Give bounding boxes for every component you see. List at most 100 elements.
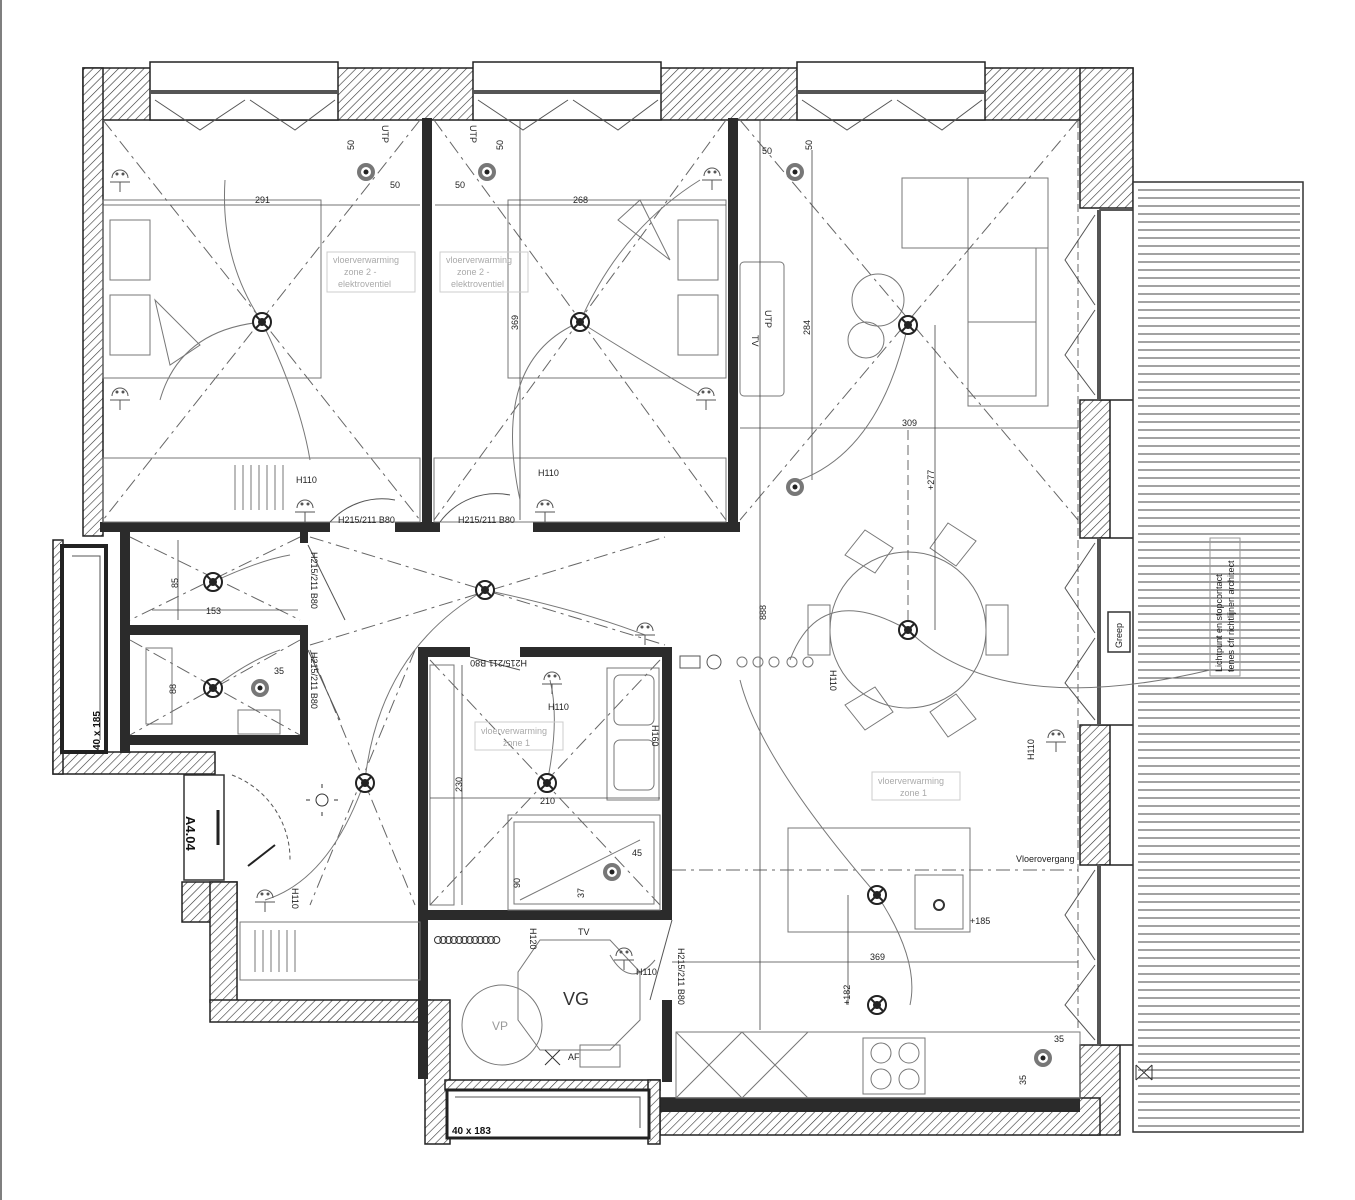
zone-lines [103, 120, 1079, 1030]
zone1-bath-line2: zone 1 [503, 738, 530, 748]
sun-icon-rays [306, 784, 338, 816]
dimension-labels: 291 268 369 284 309 +277 888 369 +182 +1… [168, 140, 1064, 1085]
dim-kitchen-lamp: +182 [842, 985, 852, 1005]
switch-h120-tech: H120 [528, 928, 538, 950]
utp-label-living: UTP [763, 310, 773, 328]
dim-kitchen-35: 35 [1054, 1034, 1064, 1044]
dim-shower-90: 90 [512, 878, 522, 888]
misc-labels: A4.04 Vloerovergang VG VP AF TV TV UTP U… [183, 125, 1241, 1062]
greep-label: Greep [1114, 623, 1124, 648]
switch-h110-hall: H110 [290, 888, 300, 909]
door-tech-label: H215/211 B80 [676, 948, 686, 1005]
tech-pipes [434, 936, 501, 944]
manifold-pipe [449, 936, 458, 944]
zone2-a-line2: zone 2 - [344, 267, 377, 277]
dim-kitchen-35b: 35 [1018, 1075, 1028, 1085]
spot-lights [251, 163, 1052, 1067]
architect-note-line1: Lichtpunt en stopcontact [1214, 574, 1224, 672]
dim-storage-width: 153 [206, 606, 221, 616]
dim-living-depth: 284 [802, 320, 812, 335]
dim-offset-a: 50 [346, 140, 356, 150]
switch-h110-dining: H110 [828, 670, 838, 691]
manifold-pipe [465, 936, 474, 944]
manifold-pipe [492, 936, 501, 944]
manifold-pipe [444, 936, 453, 944]
utp-label-bed1: UTP [380, 125, 390, 143]
window-left: 40 x 185 [60, 544, 108, 754]
dim-offset-b: 50 [390, 180, 400, 190]
utp-label-bed2: UTP [468, 125, 478, 143]
tv-label-tech: TV [578, 927, 590, 937]
switch-cluster [679, 654, 814, 670]
terrace [1132, 181, 1304, 1133]
drain-icon [544, 1049, 561, 1066]
dim-shower-37: 37 [576, 888, 586, 898]
dim-bath-width: 210 [540, 796, 555, 806]
sockets [109, 167, 1067, 971]
vp-label: VP [492, 1019, 508, 1033]
manifold-pipe [460, 936, 469, 944]
dim-island-socket: +185 [970, 916, 990, 926]
dim-offset-d: 50 [455, 180, 465, 190]
vloerovergang-label: Vloerovergang [1016, 854, 1075, 864]
zone2-a-line3: elektroventiel [338, 279, 391, 289]
height-labels: H110 H110 H110 H110 H110 H110 H160 H120 … [290, 468, 1036, 977]
dim-kitchen-width: 369 [870, 952, 885, 962]
vg-label: VG [563, 989, 589, 1009]
zone2-b-line1: vloerverwarming [446, 255, 512, 265]
window-left-size: 40 x 185 [92, 711, 103, 750]
dim-bedroom2-depth: 369 [510, 315, 520, 330]
interior-walls [100, 118, 740, 1082]
door-storage-label: H215/211 B80 [309, 552, 319, 609]
valve-icon [1135, 1064, 1153, 1081]
switch-h110-bed1: H110 [296, 475, 317, 485]
switch-h110-bed2: H110 [538, 468, 559, 478]
manifold-pipe [481, 936, 490, 944]
switch-h110-bath: H110 [548, 702, 569, 712]
dim-offset-f: 50 [804, 140, 814, 150]
dim-storage-depth: 85 [170, 578, 180, 588]
dim-bedroom2-width: 268 [573, 195, 588, 205]
unit-id: A4.04 [183, 816, 198, 851]
manifold-pipe [439, 936, 448, 944]
dim-living-width: 309 [902, 418, 917, 428]
zone2-b-line3: elektroventiel [451, 279, 504, 289]
sun-icon [315, 793, 329, 807]
outer-walls [52, 61, 1137, 1145]
dim-total-depth: 888 [758, 605, 768, 620]
window-bottom: 40 x 183 [445, 1088, 651, 1140]
tv-label-living: TV [750, 335, 760, 347]
wiring [159, 179, 1211, 1006]
doors [307, 493, 673, 1001]
zone2-a-line1: vloerverwarming [333, 255, 399, 265]
manifold-pipe [455, 936, 464, 944]
zone1-bath-line1: vloerverwarming [481, 726, 547, 736]
switch-h110-tech: H110 [636, 967, 657, 977]
manifold-pipe [487, 936, 495, 944]
dim-bath-depth: 230 [454, 777, 464, 792]
dim-offset-e: 50 [762, 146, 772, 156]
switch-h160-bath: H160 [650, 725, 660, 747]
af-label: AF [568, 1052, 580, 1062]
dim-lamp-offset: +277 [926, 470, 936, 490]
zone2-b-line2: zone 2 - [457, 267, 490, 277]
door-bedroom2-label: H215/211 B80 [458, 515, 515, 525]
switch-h110-living: H110 [1026, 739, 1036, 760]
dim-shower-45: 45 [632, 848, 642, 858]
dim-offset-c: 50 [495, 140, 505, 150]
manifold-pipe [471, 936, 480, 944]
dim-bedroom1-width: 291 [255, 195, 270, 205]
dim-wc-depth: 88 [168, 684, 178, 694]
window-bottom-size: 40 x 183 [452, 1126, 491, 1137]
zone1-living-line2: zone 1 [900, 788, 927, 798]
manifold-pipe [476, 936, 485, 944]
ceiling-diagonals [102, 119, 1079, 906]
dim-wc-35: 35 [274, 666, 284, 676]
architect-note-line2: tenes cfr richtlijnen architect [1226, 560, 1236, 672]
door-bath-label: H215/211 B80 [470, 658, 527, 668]
zone1-living-line1: vloerverwarming [878, 776, 944, 786]
door-bedroom1-label: H215/211 B80 [338, 515, 395, 525]
furniture [102, 177, 1081, 1099]
door-labels: H215/211 B80 H215/211 B80 H215/211 B80 H… [309, 515, 686, 1005]
